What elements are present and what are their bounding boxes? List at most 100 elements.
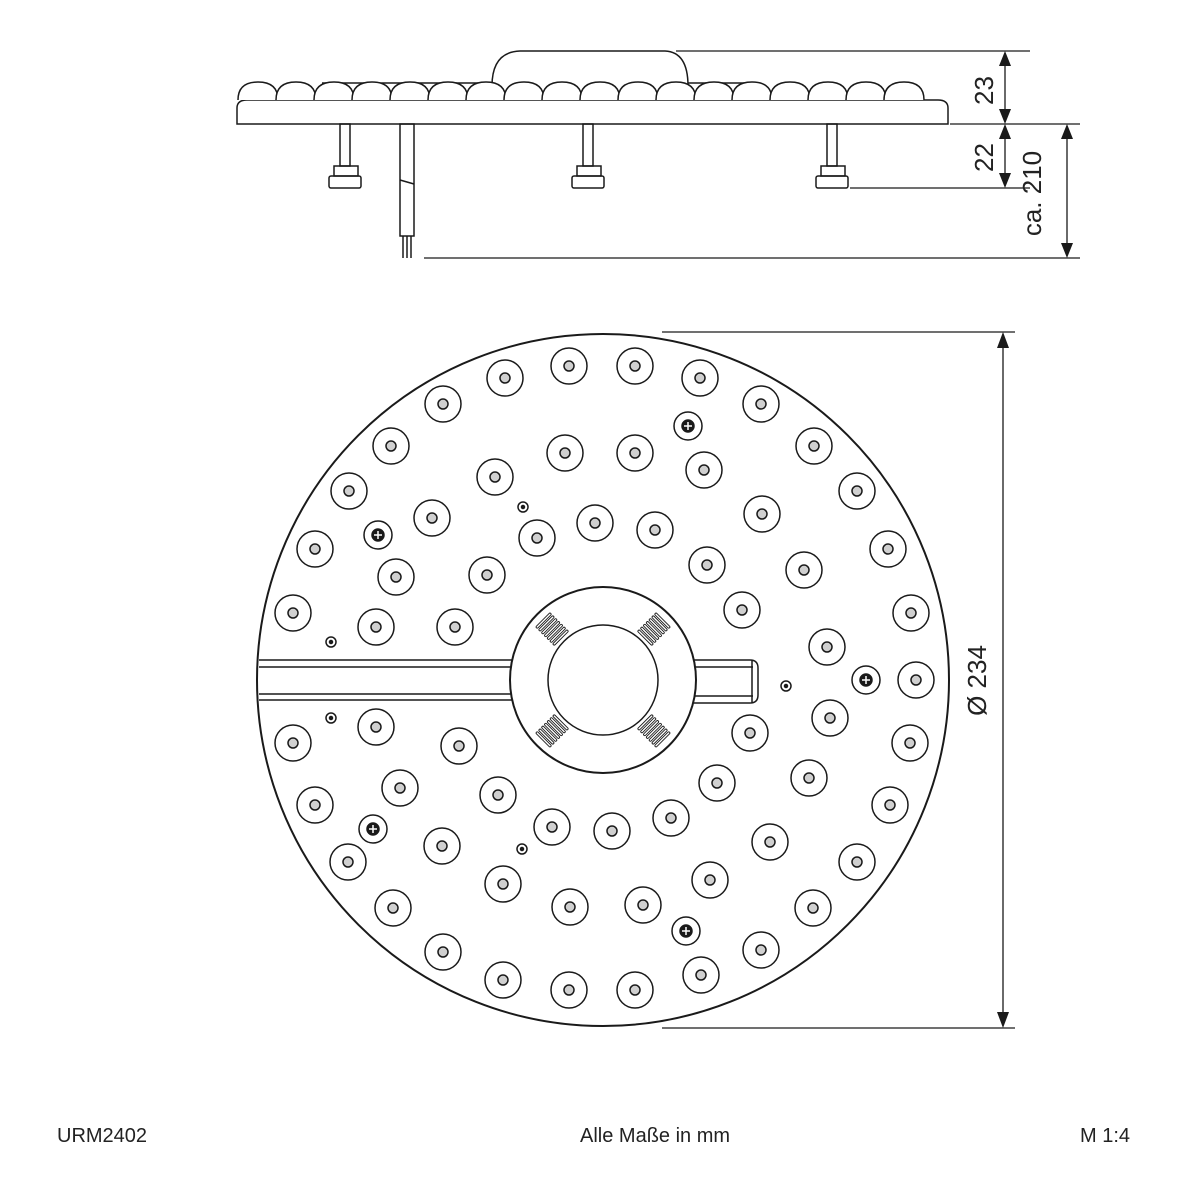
- units-note: Alle Maße in mm: [580, 1125, 731, 1147]
- led-lens: [275, 81, 317, 101]
- led-lens: [617, 81, 659, 101]
- led: [838, 843, 876, 881]
- led: [296, 530, 334, 568]
- led: [795, 427, 833, 465]
- led-lens-row: [237, 81, 925, 101]
- led: [484, 865, 522, 903]
- mounting-pin: [815, 123, 849, 189]
- led: [616, 971, 654, 1009]
- led: [476, 458, 514, 496]
- led: [479, 776, 517, 814]
- led: [329, 843, 367, 881]
- led-lens: [465, 81, 507, 101]
- led: [424, 385, 462, 423]
- dimension-cable: ca. 210: [1017, 150, 1048, 237]
- led: [794, 889, 832, 927]
- mounting-hole: [325, 636, 337, 648]
- led: [424, 933, 462, 971]
- module-base: [236, 99, 949, 125]
- screw-icon: [363, 520, 393, 550]
- led: [869, 530, 907, 568]
- dimension-23: 23: [968, 76, 999, 105]
- led-lens: [883, 81, 925, 101]
- led: [691, 861, 729, 899]
- driver-housing: [509, 586, 697, 774]
- screw-icon: [671, 916, 701, 946]
- model-number: URM2402: [57, 1125, 148, 1147]
- vent-slots: [535, 612, 671, 748]
- led: [374, 889, 412, 927]
- led: [698, 764, 736, 802]
- led: [871, 786, 909, 824]
- led: [533, 808, 571, 846]
- dimension-arrows: [997, 51, 1073, 1028]
- mounting-hole: [517, 501, 529, 513]
- side-view: [236, 50, 1080, 1029]
- led: [413, 499, 451, 537]
- led: [616, 347, 654, 385]
- driver-center: [547, 624, 659, 736]
- led-lens: [313, 81, 355, 101]
- led: [838, 472, 876, 510]
- dimension-diameter: Ø 234: [961, 645, 992, 716]
- led: [274, 724, 312, 762]
- mounting-hole: [516, 843, 528, 855]
- screw-icon: [673, 411, 703, 441]
- led: [357, 608, 395, 646]
- led: [436, 608, 474, 646]
- led: [685, 451, 723, 489]
- led-lens: [693, 81, 735, 101]
- led: [624, 886, 662, 924]
- mounting-pin: [571, 123, 605, 189]
- led-lens: [427, 81, 469, 101]
- led: [785, 551, 823, 589]
- led-lens: [655, 81, 697, 101]
- led: [546, 434, 584, 472]
- screw-icon: [851, 665, 881, 695]
- led: [891, 724, 929, 762]
- led-array: [274, 347, 935, 1009]
- led-lens: [731, 81, 773, 101]
- led: [742, 931, 780, 969]
- led: [681, 359, 719, 397]
- led: [440, 727, 478, 765]
- led: [274, 594, 312, 632]
- mounting-hole: [325, 712, 337, 724]
- led: [550, 347, 588, 385]
- led: [723, 591, 761, 629]
- led-lens: [807, 81, 849, 101]
- top-view: [256, 333, 950, 1027]
- module-outline: [256, 333, 950, 1027]
- led: [790, 759, 828, 797]
- cable-tab: [692, 659, 759, 704]
- led: [688, 546, 726, 584]
- cable-channel: [259, 659, 515, 701]
- led: [897, 661, 935, 699]
- power-cable: [399, 123, 415, 258]
- led: [682, 956, 720, 994]
- led: [652, 799, 690, 837]
- led: [576, 504, 614, 542]
- led: [468, 556, 506, 594]
- led-lens: [541, 81, 583, 101]
- led: [892, 594, 930, 632]
- led: [372, 427, 410, 465]
- led: [551, 888, 589, 926]
- center-dome: [491, 50, 689, 87]
- mounting-hole: [780, 680, 792, 692]
- led: [751, 823, 789, 861]
- led: [381, 769, 419, 807]
- led: [808, 628, 846, 666]
- dimension-22: 22: [968, 143, 999, 172]
- led: [550, 971, 588, 1009]
- led: [593, 812, 631, 850]
- led-lens: [579, 81, 621, 101]
- led-lens: [351, 81, 393, 101]
- led: [731, 714, 769, 752]
- led: [636, 511, 674, 549]
- led: [330, 472, 368, 510]
- scale-label: M 1:4: [1080, 1125, 1131, 1147]
- led: [743, 495, 781, 533]
- led-lens: [769, 81, 811, 101]
